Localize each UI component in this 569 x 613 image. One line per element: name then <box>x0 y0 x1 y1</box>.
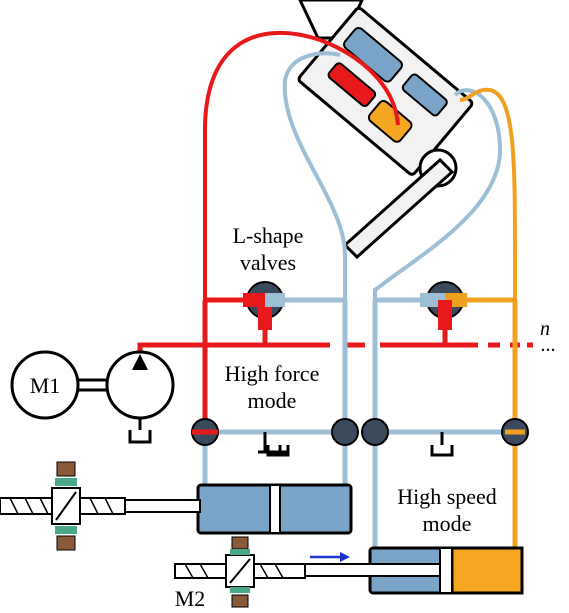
orange-hose <box>459 87 517 300</box>
supply-line <box>137 342 533 372</box>
label-force-2: mode <box>248 388 297 413</box>
label-force-1: High force <box>225 361 320 386</box>
lead-screw-2 <box>174 536 306 608</box>
cylinder-speed <box>299 546 524 595</box>
tank-speed-icon <box>430 432 454 457</box>
tank-force-icon <box>266 445 290 457</box>
label-m2: M2 <box>175 586 206 611</box>
pump <box>105 350 175 420</box>
lead-screw-1 <box>0 461 126 551</box>
label-speed-1: High speed <box>397 484 497 509</box>
l-valve-right <box>420 281 467 330</box>
pump-arrow-icon <box>132 354 148 370</box>
robot-arm <box>297 0 474 260</box>
motor-m1 <box>10 350 80 420</box>
direction-arrow-icon <box>310 552 350 562</box>
label-m1: M1 <box>30 373 61 398</box>
l-valve-left <box>243 281 285 330</box>
label-dots: ... <box>541 334 556 356</box>
label-n: n <box>540 318 550 340</box>
label-valves-1: L-shape <box>233 223 304 248</box>
label-valves-2: valves <box>240 250 296 275</box>
blue-hose-left <box>282 51 347 300</box>
red-hose <box>203 31 400 300</box>
label-speed-2: mode <box>423 511 472 536</box>
valve-row-lower <box>191 418 529 446</box>
